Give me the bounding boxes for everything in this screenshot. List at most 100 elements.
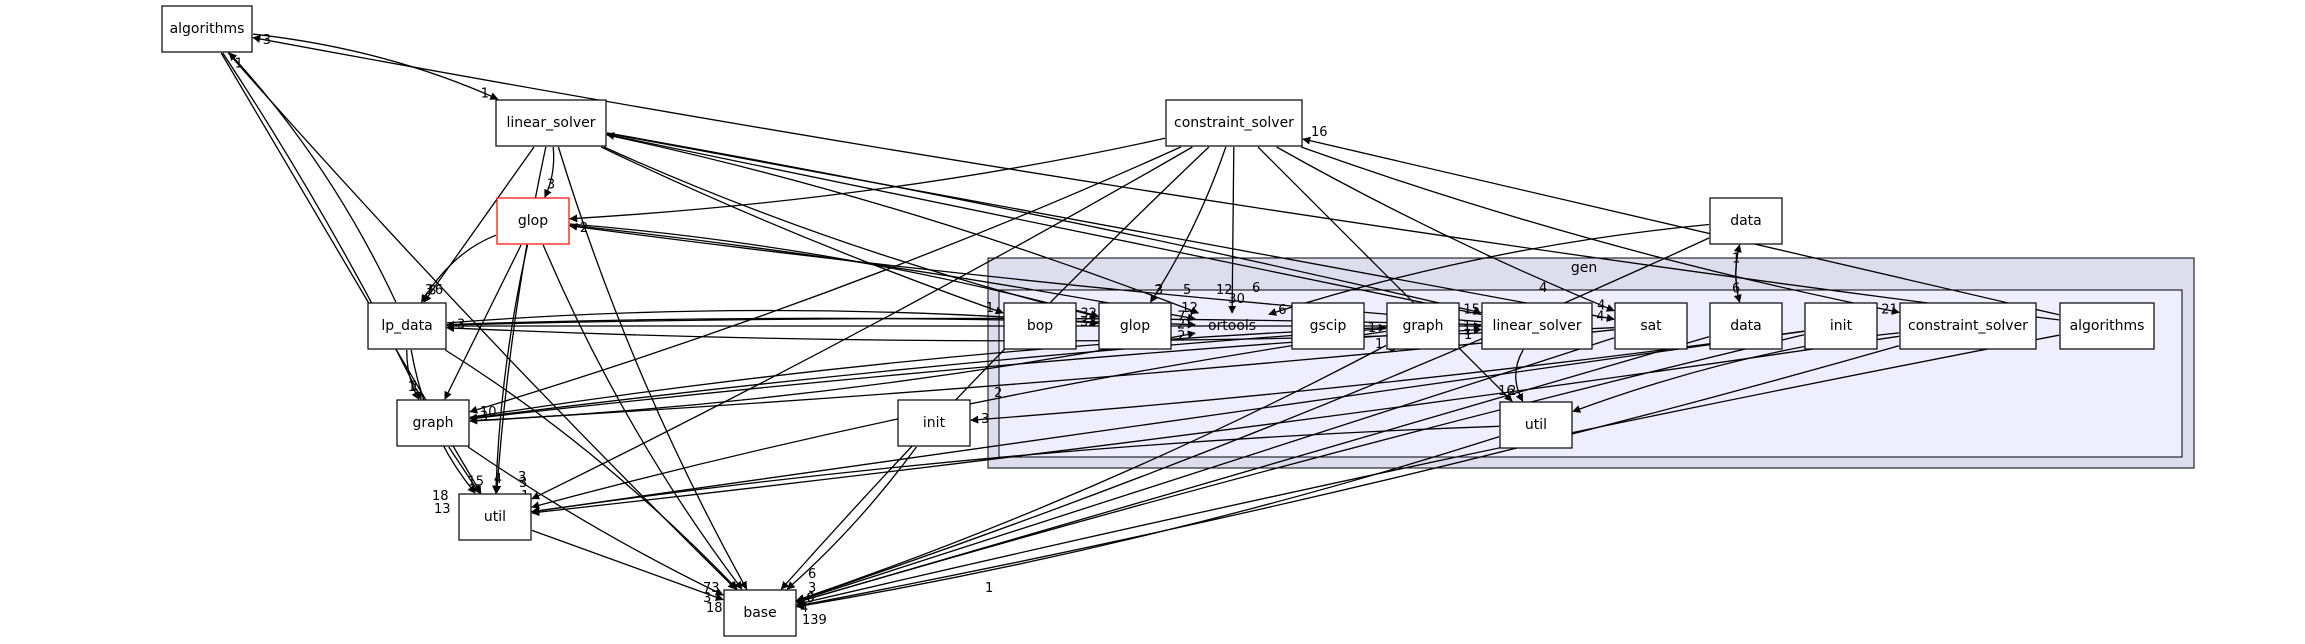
edge-data_top-to-base: [796, 237, 1710, 602]
edge-label: 2: [1177, 329, 1185, 344]
edge-label-stray: 4: [1539, 281, 1547, 296]
node-constraint-solver[interactable]: constraint_solver: [1165, 99, 1303, 147]
edge-label-stray: 18: [432, 489, 449, 504]
edge-constraint_solver_top-to-glop_top: [569, 137, 1166, 223]
edge-linear_solver_top-to-gen_linear_solver: [606, 132, 1482, 316]
edge-label-stray: 16: [1311, 125, 1328, 140]
node-gen-gscip[interactable]: gscip: [1291, 302, 1365, 350]
edge-label: 6: [1278, 303, 1286, 318]
edge-glop_top-to-gen_glop: [569, 223, 1099, 318]
edge-constraint_solver_top-to-base: [780, 146, 1210, 590]
node-linear-solver[interactable]: linear_solver: [495, 99, 607, 147]
edge-label: 1: [235, 56, 243, 71]
edge-gen_graph-to-base: [796, 344, 1387, 602]
node-gen-graph[interactable]: graph: [1386, 302, 1460, 350]
edge-glop_top-to-graph_top: [444, 244, 522, 400]
edge-lp_data-to-gen_ortools: [446, 317, 1196, 329]
node-data[interactable]: data: [1709, 197, 1783, 245]
edge-label: 8: [428, 284, 436, 299]
edge-gen_linear_solver-to-gen_util: [1515, 349, 1524, 402]
edge-util_top-to-base: [531, 529, 724, 601]
node-glop-label: glop: [518, 213, 548, 229]
edge-label: 4: [1597, 298, 1605, 313]
node-gen-glop-label: glop: [1120, 318, 1150, 334]
edge-label: 12: [1181, 301, 1198, 316]
edge-label-stray: 3: [518, 470, 526, 485]
edge-label-stray: 12: [1216, 283, 1233, 298]
edge-label: 3: [263, 33, 271, 48]
edge-label-stray: 1: [1464, 328, 1472, 343]
edge-label: 4: [494, 472, 502, 487]
edge-label-stray: 139: [802, 613, 827, 628]
edge-graph_top-to-util_top: [448, 446, 480, 494]
node-gen-util-label: util: [1525, 417, 1547, 433]
edge-gen_init-to-util_top: [531, 330, 1805, 515]
edge-label: 9: [806, 591, 814, 606]
edge-label-stray: 4: [800, 601, 808, 616]
edge-label-stray: 10: [480, 405, 497, 420]
edge-label: 1: [411, 380, 419, 395]
node-gen-data-label: data: [1730, 318, 1762, 334]
edge-label: 4: [1596, 310, 1604, 325]
node-graph[interactable]: graph: [396, 399, 470, 447]
edge-label: 72: [1177, 309, 1194, 324]
nodes-layer: algorithms linear_solver constraint_solv…: [161, 5, 2155, 637]
edge-gen_data-to-data_top: [1733, 244, 1742, 303]
node-gen-ortools-label[interactable]: ortools: [1208, 318, 1256, 334]
node-gen-bop[interactable]: bop: [1003, 302, 1077, 350]
edge-graph_top-to-gen_ortools: [469, 330, 1196, 422]
node-algorithms[interactable]: algorithms: [161, 5, 253, 53]
node-lp-data-label: lp_data: [381, 318, 432, 334]
edge-init_top-to-base: [786, 446, 917, 590]
node-gen-graph-label: graph: [1403, 318, 1444, 334]
node-gen-linear-solver[interactable]: linear_solver: [1481, 302, 1593, 350]
edge-gen_graph-to-graph_top: [469, 327, 1387, 422]
node-init[interactable]: init: [897, 399, 971, 447]
edge-linear_solver_top-to-gen_ortools: [606, 134, 1200, 315]
node-init-label: init: [923, 415, 946, 431]
edge-label: 2: [580, 221, 588, 236]
edge-label-stray: 1: [985, 581, 993, 596]
edge-label: 2: [1154, 283, 1162, 298]
edge-constraint_solver_top-to-graph_top: [469, 146, 1182, 414]
node-gen-sat[interactable]: sat: [1614, 302, 1688, 350]
edge-label-stray: 3: [519, 476, 527, 491]
node-gen-sat-label: sat: [1640, 318, 1662, 334]
node-lp-data[interactable]: lp_data: [367, 302, 447, 350]
edge-label: 3: [425, 283, 433, 298]
edge-gen_algorithms-to-algorithms_top: [252, 34, 2060, 321]
node-gen-init[interactable]: init: [1804, 302, 1878, 350]
node-gen-algorithms-label: algorithms: [2070, 318, 2145, 334]
cluster-gen: gen: [987, 257, 2195, 469]
node-base[interactable]: base: [723, 589, 797, 637]
edge-glop_top-to-util_top: [492, 244, 529, 494]
edge-graph_top-to-base: [467, 446, 724, 596]
edge-label: 3: [547, 177, 555, 192]
node-gen-algorithms[interactable]: algorithms: [2059, 302, 2155, 350]
node-gen-util[interactable]: util: [1499, 401, 1573, 449]
edge-label: 6: [806, 591, 814, 606]
edge-label: 2: [1177, 317, 1185, 332]
edge-label: 1: [986, 301, 994, 316]
node-gen-data[interactable]: data: [1709, 302, 1783, 350]
edge-gen_util-to-util_top: [531, 425, 1500, 515]
node-constraint-solver-label: constraint_solver: [1174, 115, 1294, 131]
edge-label: 1: [1732, 252, 1740, 267]
edge-algorithms_top-to-linear_solver_top: [252, 33, 499, 100]
node-util-label: util: [484, 509, 506, 525]
edge-constraint_solver_top-to-gen_ortools: [1228, 146, 1237, 314]
edge-lp_data-to-graph_top: [406, 349, 420, 400]
node-gen-linear-solver-label: linear_solver: [1492, 318, 1581, 334]
edge-linear_solver_top-to-gen_sat: [606, 132, 1615, 322]
edge-constraint_solver_top-to-util_top: [531, 146, 1193, 500]
edge-constraint_solver_top-to-gen_glop: [1150, 146, 1227, 303]
edge-label: 30: [1228, 292, 1245, 307]
node-gen-constraint-solver-label: constraint_solver: [1908, 318, 2028, 334]
node-util[interactable]: util: [458, 493, 532, 541]
node-glop[interactable]: glop: [496, 197, 570, 245]
node-gen-glop[interactable]: glop: [1098, 302, 1172, 350]
node-gen-constraint-solver[interactable]: constraint_solver: [1899, 302, 2037, 350]
edge-label-stray: 6: [808, 567, 816, 582]
edge-linear_solver_top-to-util_top: [493, 146, 547, 494]
